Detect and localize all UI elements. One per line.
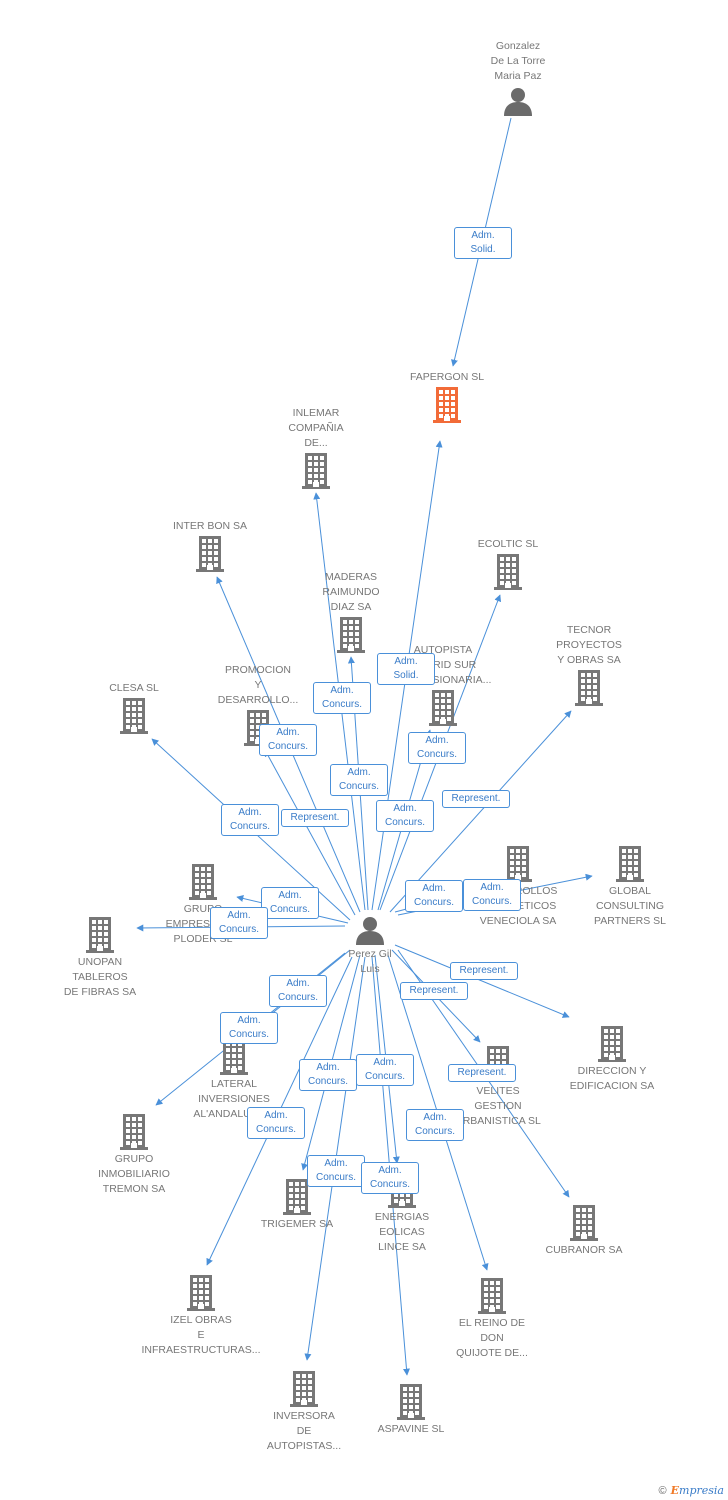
node-label: ASPAVINE SL	[377, 1423, 445, 1435]
node-label: CUBRANOR SA	[545, 1244, 623, 1256]
edge-label-perez-clesa[interactable]: Adm. Concurs.	[221, 803, 279, 836]
node-label: GRUPO INMOBILIARIO TREMON SA	[98, 1153, 170, 1195]
person-icon	[356, 917, 384, 945]
edge-label-perez-izel[interactable]: Adm. Concurs.	[247, 1106, 305, 1139]
company-node-clesa[interactable]: CLESA SL	[69, 681, 199, 736]
person-icon	[504, 88, 532, 116]
building-icon	[478, 1278, 506, 1314]
building-icon	[598, 1026, 626, 1062]
building-icon	[429, 690, 457, 726]
edge-label-perez-tecnor[interactable]: Represent.	[442, 789, 510, 808]
node-label: CLESA SL	[109, 682, 159, 694]
edge-label-perez-inlemar[interactable]: Adm. Concurs.	[313, 681, 371, 714]
node-label: Perez Gil Luis	[348, 948, 392, 975]
node-label: Gonzalez De La Torre Maria Paz	[490, 40, 546, 82]
edge-label-perez-fapergon[interactable]: Adm. Solid.	[377, 652, 435, 685]
node-label: GLOBAL CONSULTING PARTNERS SL	[594, 885, 666, 927]
copyright-symbol: ©	[658, 1485, 667, 1497]
edge-label-perez-promocion[interactable]: Represent.	[281, 808, 349, 827]
company-node-lateral[interactable]: LATERAL INVERSIONES AL'ANDALUS SA	[169, 1037, 299, 1122]
building-icon	[220, 1039, 248, 1075]
company-node-ecoltic[interactable]: ECOLTIC SL	[443, 537, 573, 592]
company-node-aspavine[interactable]: ASPAVINE SL	[346, 1382, 476, 1437]
building-icon	[290, 1371, 318, 1407]
edge-label-perez-ecoltic[interactable]: Adm. Concurs.	[408, 731, 466, 764]
building-icon	[433, 387, 461, 423]
node-label: IZEL OBRAS E INFRAESTRUCTURAS...	[141, 1314, 261, 1356]
edge-label-perez-interbon[interactable]: Adm. Concurs.	[259, 723, 317, 756]
company-node-interbon[interactable]: INTER BON SA	[145, 519, 275, 574]
person-node-perez[interactable]: Perez Gil Luis	[305, 913, 435, 977]
building-icon	[283, 1179, 311, 1215]
building-icon	[616, 846, 644, 882]
node-label: ENERGIAS EOLICAS LINCE SA	[374, 1211, 430, 1253]
building-icon	[397, 1384, 425, 1420]
company-node-maderas[interactable]: MADERAS RAIMUNDO DIAZ SA	[286, 570, 416, 655]
edge-label-perez-maderas[interactable]: Adm. Concurs.	[330, 763, 388, 796]
company-node-grupotremon[interactable]: GRUPO INMOBILIARIO TREMON SA	[69, 1112, 199, 1197]
brand-footer[interactable]: ©Empresia	[659, 1484, 724, 1497]
building-icon	[120, 698, 148, 734]
company-node-inlemar[interactable]: INLEMAR COMPAÑIA DE...	[251, 406, 381, 491]
edge-label-perez-aspavine[interactable]: Adm. Concurs.	[361, 1161, 419, 1194]
building-icon	[189, 864, 217, 900]
edge-label-perez-grupotremon[interactable]: Adm. Concurs.	[220, 1011, 278, 1044]
edge-label-perez-trigemer[interactable]: Adm. Concurs.	[299, 1058, 357, 1091]
building-icon	[504, 846, 532, 882]
company-node-fapergon[interactable]: FAPERGON SL	[382, 370, 512, 425]
company-node-trigemer[interactable]: TRIGEMER SA	[232, 1177, 362, 1232]
node-label: DIRECCION Y EDIFICACION SA	[569, 1065, 655, 1092]
edge-label-perez-cubranor[interactable]: Represent.	[448, 1063, 516, 1082]
node-label: INVERSORA DE AUTOPISTAS...	[266, 1410, 342, 1452]
building-icon	[570, 1205, 598, 1241]
edge-label-perez-unopan[interactable]: Adm. Concurs.	[210, 906, 268, 939]
building-icon	[196, 536, 224, 572]
building-icon	[120, 1114, 148, 1150]
company-node-izel[interactable]: IZEL OBRAS E INFRAESTRUCTURAS...	[136, 1273, 266, 1358]
company-node-direccion[interactable]: DIRECCION Y EDIFICACION SA	[547, 1024, 677, 1094]
node-label: MADERAS RAIMUNDO DIAZ SA	[322, 571, 380, 613]
building-icon	[494, 554, 522, 590]
node-label: FAPERGON SL	[409, 371, 485, 383]
edge-perez-promocion	[264, 749, 356, 916]
edge-label-perez-direccion[interactable]: Represent.	[450, 961, 518, 980]
node-label: INLEMAR COMPAÑIA DE...	[288, 407, 344, 449]
edge-label-perez-velites[interactable]: Represent.	[400, 981, 468, 1000]
edge-label-perez-energias[interactable]: Adm. Concurs.	[356, 1053, 414, 1086]
node-label: UNOPAN TABLEROS DE FIBRAS SA	[63, 956, 137, 998]
building-icon	[337, 617, 365, 653]
edge-label-perez-autopista[interactable]: Adm. Concurs.	[376, 799, 434, 832]
company-node-tecnor[interactable]: TECNOR PROYECTOS Y OBRAS SA	[524, 623, 654, 708]
node-label: PROMOCION Y DESARROLLO...	[217, 664, 299, 706]
brand-logo: Empresia	[670, 1484, 724, 1497]
edge-perez-direccion	[394, 944, 570, 1018]
node-label: VELITES GESTION URBANISTICA SL	[455, 1085, 541, 1127]
edge-label-perez-lateral[interactable]: Adm. Concurs.	[269, 974, 327, 1007]
edge-label-perez-desarrollos[interactable]: Adm. Concurs.	[405, 879, 463, 912]
building-icon	[302, 453, 330, 489]
company-node-reino[interactable]: EL REINO DE DON QUIJOTE DE...	[427, 1276, 557, 1361]
node-label: TRIGEMER SA	[260, 1218, 334, 1230]
company-node-cubranor[interactable]: CUBRANOR SA	[519, 1203, 649, 1258]
node-label: TECNOR PROYECTOS Y OBRAS SA	[556, 624, 622, 666]
node-label: INTER BON SA	[172, 520, 248, 532]
company-node-inversora[interactable]: INVERSORA DE AUTOPISTAS...	[239, 1369, 369, 1454]
edge-label-perez-reino[interactable]: Adm. Concurs.	[406, 1108, 464, 1141]
person-node-gonzalez[interactable]: Gonzalez De La Torre Maria Paz	[453, 39, 583, 118]
edge-perez-tecnor	[389, 710, 572, 913]
building-icon	[187, 1275, 215, 1311]
company-node-global[interactable]: GLOBAL CONSULTING PARTNERS SL	[565, 844, 695, 929]
company-node-unopan[interactable]: UNOPAN TABLEROS DE FIBRAS SA	[35, 915, 165, 1000]
building-icon	[86, 917, 114, 953]
edge-label-gonzalez-fapergon[interactable]: Adm. Solid.	[454, 226, 512, 259]
node-label: ECOLTIC SL	[477, 538, 539, 550]
edge-label-perez-grupoplo[interactable]: Adm. Concurs.	[261, 886, 319, 919]
edge-label-perez-global[interactable]: Adm. Concurs.	[463, 878, 521, 911]
edge-label-perez-inversora[interactable]: Adm. Concurs.	[307, 1154, 365, 1187]
company-node-grupoplo[interactable]: GRUPO EMPRESARIAL PLODER SL	[138, 862, 268, 947]
building-icon	[575, 670, 603, 706]
node-label: EL REINO DE DON QUIJOTE DE...	[456, 1317, 528, 1359]
